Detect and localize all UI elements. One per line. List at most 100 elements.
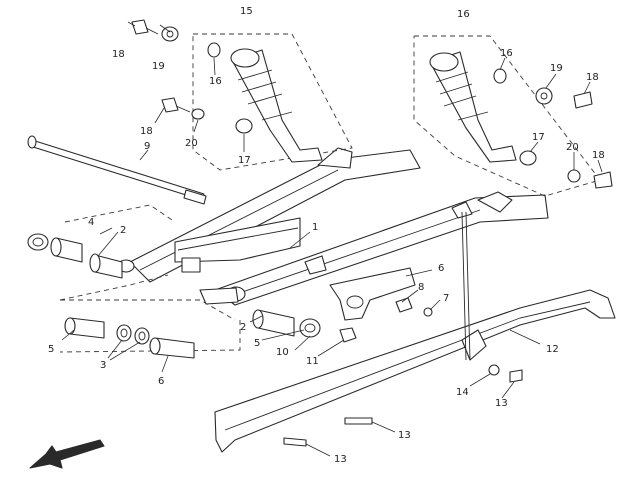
cross-member-edge [177, 227, 299, 251]
swingarm-right-arm [214, 194, 549, 306]
lower-washer-a-hole [120, 328, 128, 338]
pivot-shaft-body [29, 139, 205, 201]
fasteners [131, 19, 613, 189]
bolt-18-top-left-shank [145, 27, 159, 35]
leader-12 [509, 329, 541, 345]
leader-14 [469, 373, 491, 387]
leader-2a [97, 231, 119, 257]
nut-20-right [567, 169, 581, 183]
right-pivot-tube [199, 287, 239, 305]
callout-2: 2 [240, 322, 246, 333]
left-shock-top-eye [230, 48, 260, 68]
leader-3 [107, 339, 141, 361]
callout-7: 7 [443, 293, 449, 304]
callout-17: 17 [238, 155, 251, 166]
left-shock-spring [237, 69, 293, 121]
chain-bracket [329, 267, 433, 321]
lower-bushing-group [59, 299, 241, 359]
leader-20a [193, 119, 199, 133]
callout-6: 6 [438, 263, 444, 274]
callout-20: 20 [185, 138, 198, 149]
left-shock-bracket [317, 147, 353, 169]
callouts: 15 16 18 19 16 17 18 20 9 4 2 1 6 8 7 2 … [48, 6, 605, 465]
callout-3: 3 [100, 360, 106, 371]
washer-19-right-hole [540, 92, 548, 100]
callout-16: 16 [500, 48, 513, 59]
leader-5a [61, 329, 75, 341]
nut-20-mid-left [191, 108, 205, 120]
callout-5: 6 [158, 376, 164, 387]
callout-1: 1 [312, 222, 318, 233]
callout-13: 13 [398, 430, 411, 441]
leader-16b [499, 57, 506, 71]
leader-4b [261, 329, 305, 341]
right-shock-bracket [477, 191, 513, 213]
swingarm-left-arm [129, 149, 421, 283]
chain-case-screw-a [344, 417, 373, 425]
washer-19-top-left-hole [166, 30, 174, 38]
leader-1 [289, 231, 311, 249]
callout-9: 9 [144, 141, 150, 152]
callout-15: 16 [457, 9, 470, 20]
leader-13b [371, 421, 396, 433]
leader-13a [501, 381, 515, 399]
lower-bushing-right-end [149, 337, 161, 355]
leader-2b [249, 315, 263, 323]
callout-2: 2 [120, 225, 126, 236]
right-shock-top-bushing [493, 68, 507, 84]
bracket-plate [395, 297, 413, 313]
right-shock-body [429, 51, 517, 163]
callout-10: 10 [276, 347, 289, 358]
cross-member-bushing [181, 257, 201, 273]
leader-18c [583, 81, 591, 95]
right-bushing-group [252, 309, 357, 343]
callout-13: 13 [334, 454, 347, 465]
callout-15: 15 [240, 6, 253, 17]
callout-18: 18 [592, 150, 605, 161]
bolt-18-mid-left [161, 97, 179, 113]
lower-washer-b-hole [138, 331, 146, 341]
left-bushing-group [27, 204, 176, 301]
right-shock-outline [413, 35, 601, 197]
leader-10 [294, 335, 311, 351]
swingarm-right-arm-edge [224, 209, 481, 299]
leader-18d [597, 159, 603, 173]
callout-11: 11 [306, 356, 319, 367]
leader-lines [61, 21, 603, 457]
right-washer [299, 318, 321, 338]
callout-20: 20 [566, 142, 579, 153]
right-shock-top-eye [429, 52, 459, 72]
lower-bushing-left-end [64, 317, 76, 335]
left-shock-group [192, 33, 353, 171]
right-chain-guide-mount [451, 201, 473, 219]
leader-13c [305, 443, 331, 457]
callout-4: 4 [88, 217, 94, 228]
right-shock-bottom-bushing [519, 150, 537, 166]
callout-18: 18 [140, 126, 153, 137]
lower-washer-a [116, 324, 132, 342]
right-shock-group [413, 35, 601, 197]
guide-rod [461, 211, 467, 361]
pivot-shaft [27, 135, 207, 205]
right-bushing-end [252, 309, 264, 329]
callout-14: 14 [456, 387, 469, 398]
right-washer-hole [304, 323, 316, 333]
callout-17: 17 [532, 132, 545, 143]
chain-case-tab [461, 329, 487, 361]
callout-8: 8 [418, 282, 424, 293]
chain-bracket-body [329, 267, 416, 321]
left-shock-body [231, 49, 323, 163]
leader-18a [127, 21, 136, 27]
leader-19b [545, 73, 557, 89]
left-shock-bottom-bushing [235, 118, 253, 134]
bolt-18-mid-left-shank [175, 105, 191, 113]
left-washer-hole [32, 237, 44, 247]
leader-11 [317, 339, 345, 357]
callout-19: 19 [152, 61, 165, 72]
left-washer [27, 233, 49, 251]
callout-4: 5 [254, 338, 260, 349]
front-direction-arrow [29, 439, 105, 469]
chain-case-screw-b [283, 437, 307, 447]
